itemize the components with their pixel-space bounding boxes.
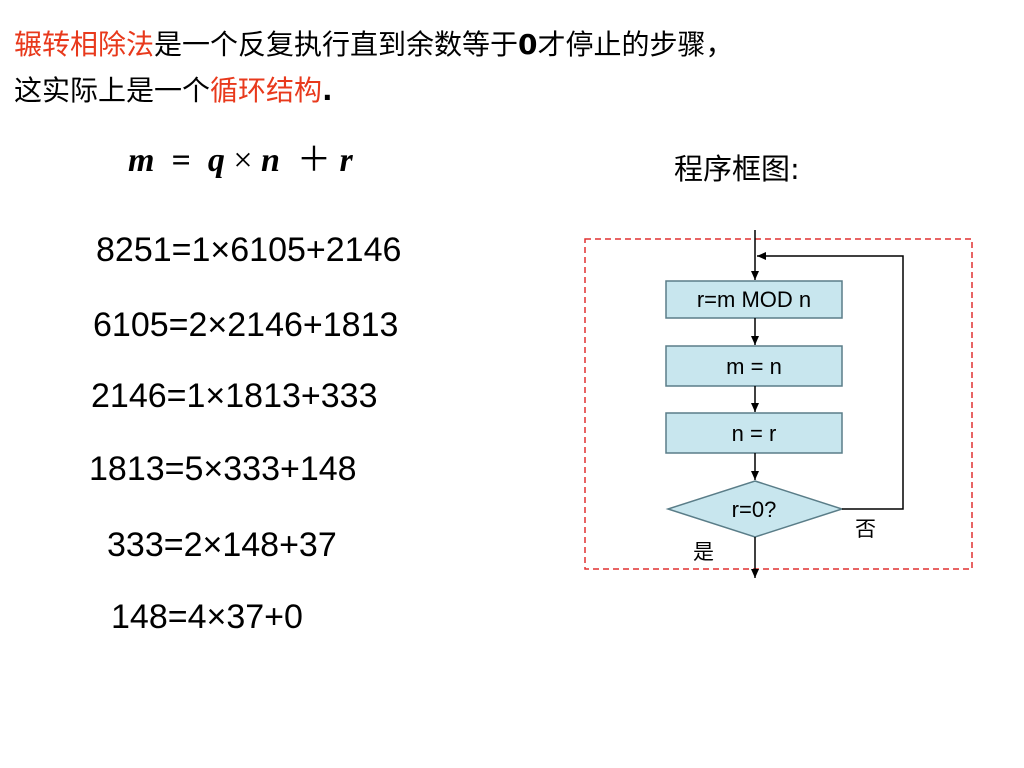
formula-n: n: [261, 142, 280, 179]
assign-m-box: [665, 345, 843, 387]
formula-m: m: [128, 142, 155, 179]
formula-times: ×: [233, 142, 253, 179]
intro-line-2-text: 这实际上是一个: [14, 74, 211, 107]
flowchart-title: 程序框图:: [674, 152, 800, 186]
zero-value: 0: [518, 28, 538, 61]
step-equation-6: 148=4×37+0: [111, 598, 303, 636]
compute-remainder-box: [665, 280, 843, 319]
compute-remainder-label: r=m MOD n: [697, 287, 811, 312]
step-equation-5: 333=2×148+37: [107, 526, 337, 564]
yes-label: 是: [693, 540, 714, 564]
step-equation-3: 2146=1×1813+333: [91, 377, 378, 415]
no-label: 否: [855, 517, 876, 541]
intro-line-2: 这实际上是一个循环结构.: [14, 68, 1014, 114]
loop-structure-term: 循环结构: [210, 74, 323, 107]
intro-line-1-tail: 才停止的步骤，: [537, 28, 734, 61]
formula-r: r: [339, 142, 353, 179]
loop-region-border: [584, 238, 973, 570]
step-equation-1: 8251=1×6105+2146: [96, 231, 402, 269]
loop-back-arrow: [757, 252, 904, 510]
algorithm-name: 辗转相除法: [14, 28, 155, 61]
assign-m-label: m = n: [726, 354, 782, 379]
formula-q: q: [207, 142, 225, 179]
decision-label: r=0?: [732, 497, 777, 522]
intro-text: 辗转相除法是一个反复执行直到余数等于0才停止的步骤， 这实际上是一个循环结构.: [14, 22, 1014, 114]
assign-n-label: n = r: [732, 421, 777, 446]
intro-line-1-text: 是一个反复执行直到余数等于: [154, 28, 519, 61]
division-formula: m = q × n ＋ r: [128, 132, 353, 181]
intro-line-2-tail: .: [322, 74, 333, 107]
intro-line-1: 辗转相除法是一个反复执行直到余数等于0才停止的步骤，: [14, 22, 1014, 68]
step-equation-2: 6105=2×2146+1813: [93, 306, 399, 344]
formula-eq: =: [171, 142, 191, 179]
assign-n-box: [665, 412, 843, 454]
step-equation-4: 1813=5×333+148: [89, 450, 357, 488]
formula-plus: ＋: [296, 142, 331, 179]
